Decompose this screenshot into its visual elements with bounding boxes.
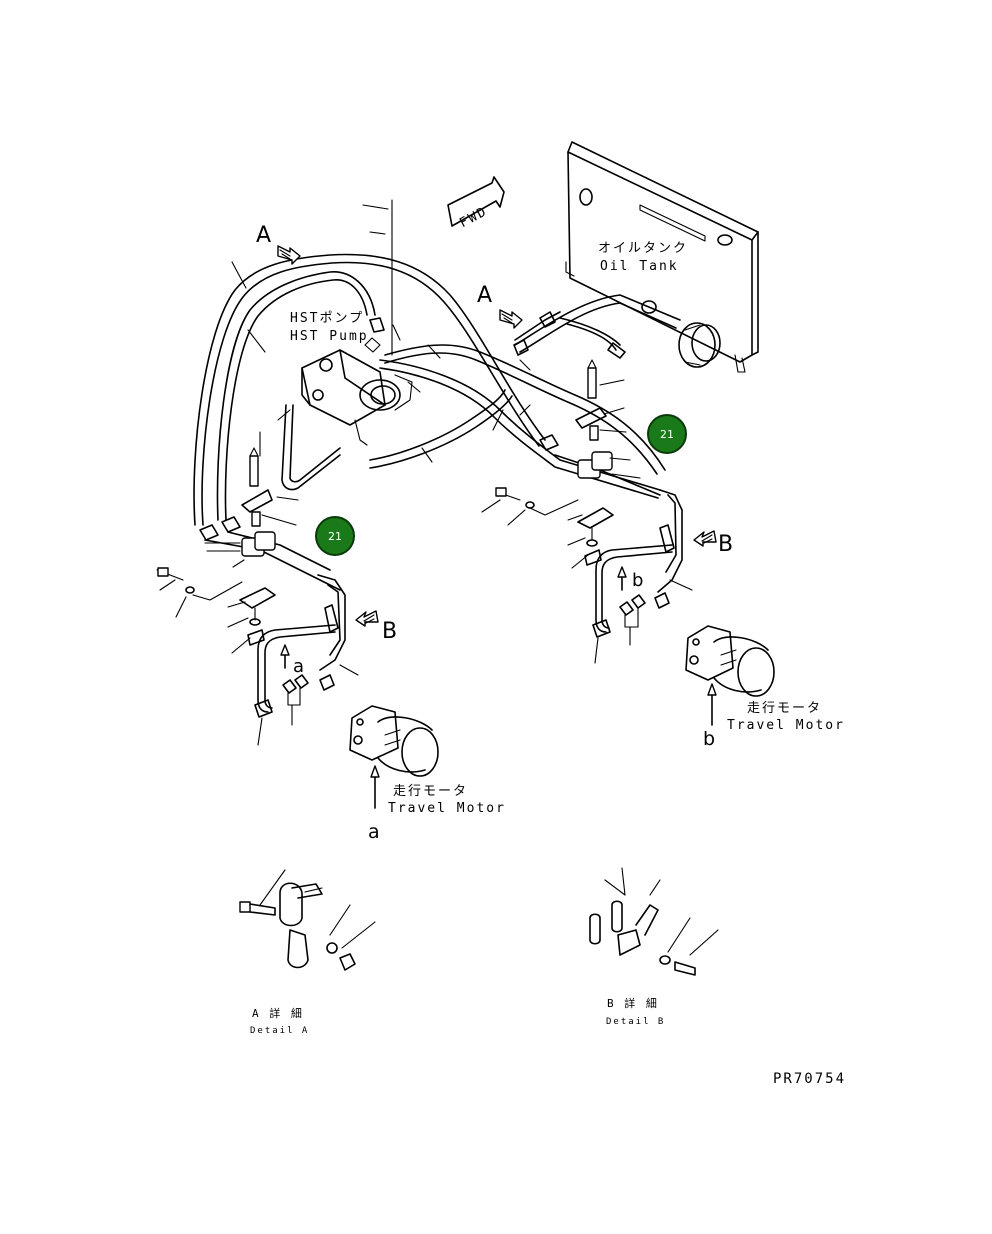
view-arrows: A A B B a b	[256, 223, 733, 677]
hst-pump-label-en: HST Pump	[290, 329, 369, 344]
view-marker-b-lower: b	[632, 570, 643, 591]
left-branch-assembly	[156, 447, 346, 718]
view-marker-a-left: A	[256, 223, 271, 248]
oil-tank-label-jp: オイルタンク	[598, 241, 688, 256]
detail-a-title-jp: A 詳 細	[252, 1006, 304, 1020]
detail-a-view: A 詳 細 Detail A	[239, 869, 376, 1036]
travel-motor-a: 走行モータ Travel Motor a	[349, 705, 506, 843]
travel-motor-b-letter: b	[703, 728, 715, 750]
hst-pump-label-jp: HSTポンプ	[290, 311, 364, 326]
oil-tank: オイルタンク Oil Tank	[565, 141, 759, 373]
hst-pump: HSTポンプ HST Pump	[290, 311, 413, 446]
travel-motor-b-label-jp: 走行モータ	[747, 701, 822, 716]
forward-arrow: FWD	[447, 176, 505, 231]
hydraulic-hoses	[193, 253, 681, 526]
detail-a-title-en: Detail A	[250, 1026, 309, 1036]
right-branch-assembly	[495, 359, 683, 638]
travel-motor-a-label-jp: 走行モータ	[393, 784, 468, 799]
detail-b-title-jp: B 詳 細	[607, 996, 659, 1010]
travel-motor-b-label-en: Travel Motor	[727, 718, 845, 733]
view-marker-a-lower: a	[293, 656, 304, 677]
view-marker-a-right: A	[477, 283, 492, 308]
callout-badge[interactable]: 21	[647, 414, 687, 454]
oil-tank-label-en: Oil Tank	[600, 259, 679, 274]
leader-lines	[159, 199, 693, 746]
drawing-number: PR70754	[773, 1071, 846, 1087]
detail-b-view: B 詳 細 Detail B	[589, 867, 719, 1027]
callout-label: 21	[328, 530, 342, 543]
view-marker-b-left: B	[382, 619, 397, 644]
travel-motor-a-label-en: Travel Motor	[388, 801, 506, 816]
view-marker-b-right: B	[718, 532, 733, 557]
fwd-label: FWD	[457, 204, 490, 231]
callout-label: 21	[660, 428, 674, 441]
travel-motor-b: 走行モータ Travel Motor b	[685, 625, 845, 750]
callout-badge[interactable]: 21	[315, 516, 355, 556]
detail-b-title-en: Detail B	[606, 1017, 665, 1027]
travel-motor-a-letter: a	[368, 821, 380, 843]
